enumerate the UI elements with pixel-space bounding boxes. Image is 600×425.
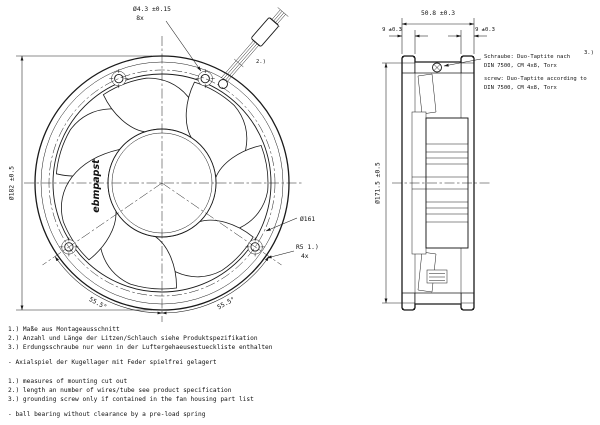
note-en-bearing: - ball bearing without clearance by a pr… <box>8 411 206 418</box>
dim-corner-radius-label: R5 1.) <box>296 244 319 251</box>
dim-corner-radius-count-label: 4x <box>301 253 309 260</box>
dim-flange-right-label: 9 ±0.3 <box>475 27 495 33</box>
brand-logo: ebmpapst <box>91 159 102 213</box>
nameplate-label <box>426 269 448 284</box>
screw-note-de-line2: DIN 7500, CM 4x8, Torx <box>484 63 558 69</box>
note-de-2: 2.) Anzahl und Länge der Litzen/Schlauch… <box>8 335 258 342</box>
dim-side-diameter-label: Ø171.5 ±0.5 <box>374 162 382 204</box>
blade-sections <box>417 73 437 293</box>
dim-angle-right-label: 55.5° <box>216 295 237 311</box>
dim-corner-radius: R5 1.) 4x <box>266 244 319 260</box>
dim-bolt-circle-label: Ø161 <box>300 215 315 223</box>
screw-ref-label: 3.) <box>584 50 594 56</box>
screw-note-de-line1: Schraube: Duo-Taptite nach <box>484 54 570 60</box>
note-en-2: 2.) length an number of wires/tube see p… <box>8 387 232 394</box>
dim-hole-diameter-label: Ø4.3 ±0.15 <box>133 5 171 13</box>
cable-sleeve <box>251 17 279 47</box>
front-view: ebmpapst 2.) <box>8 5 319 322</box>
dim-side-diameter: Ø171.5 ±0.5 <box>374 62 402 304</box>
cable-ref-label: 2.) <box>256 59 266 65</box>
footnotes-english: 1.) measures of mounting cut out 2.) len… <box>8 378 254 418</box>
screw-note-en-line1: screw: Duo-Taptite according to <box>484 76 587 82</box>
dim-depth: 50.8 ±0.3 <box>401 10 475 54</box>
note-de-3: 3.) Erdungsschraube nur wenn in der Luft… <box>8 344 273 351</box>
screw-note: Schraube: Duo-Taptite nach 3.) DIN 7500,… <box>443 50 594 91</box>
dim-hole-count-label: 8x <box>136 15 144 22</box>
note-en-3: 3.) grounding screw only if contained in… <box>8 396 254 403</box>
cable-grommet <box>218 79 228 89</box>
note-de-bearing: - Axialspiel der Kugellager mit Feder sp… <box>8 359 217 366</box>
cable-assembly: 2.) <box>218 7 289 89</box>
dim-bolt-circle: Ø161 <box>265 215 315 232</box>
dim-depth-label: 50.8 ±0.3 <box>421 10 455 17</box>
footnotes: 1.) Maße aus Montageausschnitt 2.) Anzah… <box>8 326 273 418</box>
screw-note-en-line2: DIN 7500, CM 4x8, Torx <box>484 85 558 91</box>
note-en-1: 1.) measures of mounting cut out <box>8 378 127 385</box>
dim-angle-left-label: 55.5° <box>88 295 109 311</box>
dim-hole-diameter: Ø4.3 ±0.15 8x <box>133 5 202 72</box>
note-de-1: 1.) Maße aus Montageausschnitt <box>8 326 120 333</box>
dim-outer-diameter-label: Ø182 ±0.5 <box>8 166 16 200</box>
housing-silhouette <box>401 55 475 311</box>
grounding-screw <box>432 62 442 73</box>
side-view: 50.8 ±0.3 9 ±0.3 9 ±0.3 Ø171.5 ±0.5 Schr… <box>374 10 594 311</box>
footnotes-german: 1.) Maße aus Montageausschnitt 2.) Anzah… <box>8 326 273 366</box>
dim-flanges: 9 ±0.3 9 ±0.3 <box>382 27 495 54</box>
dim-flange-left-label: 9 ±0.3 <box>382 27 402 33</box>
